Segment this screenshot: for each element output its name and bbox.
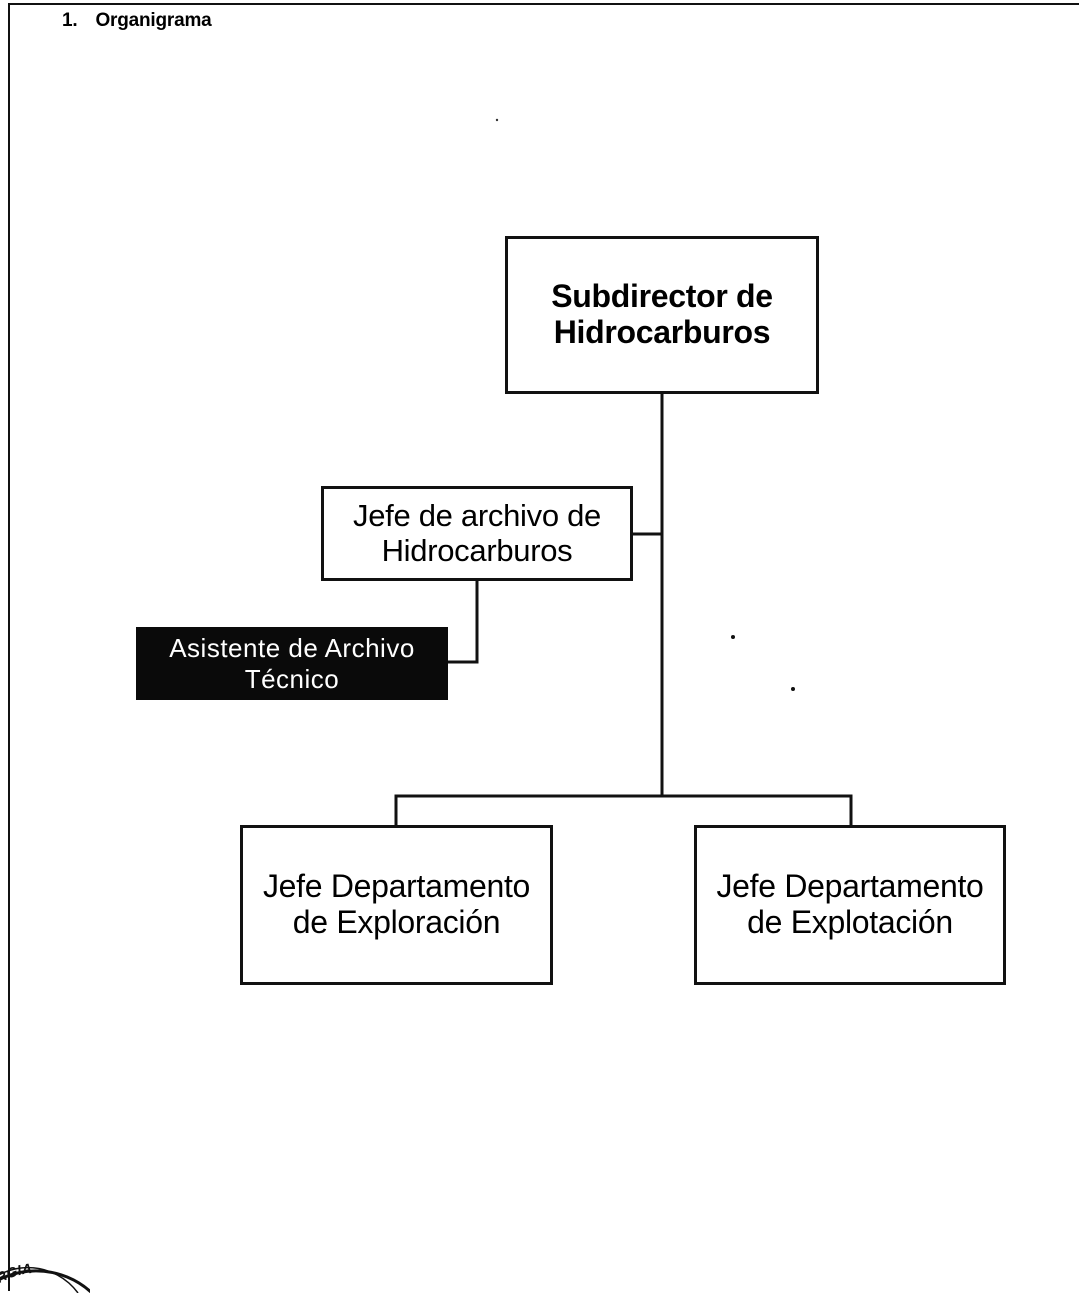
section-number: 1. xyxy=(62,10,78,31)
org-box-jefe-explotacion: Jefe Departamento de Explotación xyxy=(694,825,1006,985)
section-title: Organigrama xyxy=(95,10,212,31)
org-box-label-line: Técnico xyxy=(244,663,340,694)
seal-outer-ring xyxy=(0,1269,90,1293)
seal-text: ERGIA xyxy=(0,1260,33,1291)
org-box-jefe-exploracion: Jefe Departamento de Exploración xyxy=(240,825,553,985)
org-box-label-line: Hidrocarburos xyxy=(553,314,771,350)
org-box-label-line: Hidrocarburos xyxy=(381,532,573,568)
page-frame xyxy=(8,3,1079,1291)
org-box-asistente-archivo: Asistente de Archivo Técnico xyxy=(136,627,448,700)
org-box-label-line: Jefe Departamento xyxy=(262,868,531,905)
section-heading: 1. Organigrama xyxy=(62,10,212,32)
org-box-label-line: Jefe Departamento xyxy=(716,868,984,905)
seal-inner-ring xyxy=(0,1266,79,1293)
org-box-label-line: Subdirector de xyxy=(551,278,773,315)
seal-text-path: ERGIA xyxy=(0,1260,33,1291)
org-box-label-line: de Explotación xyxy=(747,904,953,940)
org-box-jefe-archivo: Jefe de archivo de Hidrocarburos xyxy=(321,486,633,581)
official-seal-stamp: ERGIA xyxy=(0,1260,90,1293)
org-box-subdirector: Subdirector de Hidrocarburos xyxy=(505,236,819,394)
org-box-label-line: de Exploración xyxy=(292,904,501,940)
org-box-label-line: Asistente de Archivo xyxy=(169,632,415,663)
org-box-label-line: Jefe de archivo de xyxy=(353,497,601,533)
